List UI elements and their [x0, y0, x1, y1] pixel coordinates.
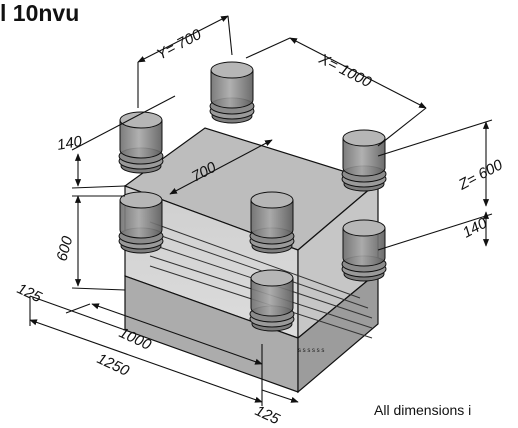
dimension-arrow-icon	[137, 15, 229, 63]
label-125-right: 125	[252, 402, 282, 428]
page-title: l 10nvu	[0, 0, 80, 26]
cylinder-icon	[249, 191, 295, 254]
label-600-left: 600	[53, 234, 76, 263]
dimension-arrow-icon	[169, 139, 273, 195]
cylinder-icon	[209, 61, 255, 124]
label-125-left: 125	[14, 280, 44, 306]
workpiece-box: s s s s s s	[123, 127, 380, 394]
label-x: X= 1000	[315, 50, 374, 91]
dimension-arrow-icon	[289, 37, 427, 109]
cylinder-icon	[341, 219, 387, 282]
cylinders	[118, 61, 387, 332]
label-140-left: 140	[56, 133, 84, 154]
dimension-lines	[29, 15, 493, 406]
cylinder-icon	[249, 269, 295, 332]
label-y: Y= 700	[154, 26, 205, 64]
label-z: Z= 600	[455, 156, 506, 194]
svg-text:s s s s s s: s s s s s s	[298, 348, 324, 354]
cylinder-icon	[341, 129, 387, 192]
layer-ticks: s s s s s s	[298, 348, 324, 354]
cylinder-icon	[118, 191, 164, 254]
units-note: All dimensions i	[374, 402, 472, 418]
cylinder-icon	[118, 111, 164, 174]
box-base-side	[297, 270, 379, 394]
